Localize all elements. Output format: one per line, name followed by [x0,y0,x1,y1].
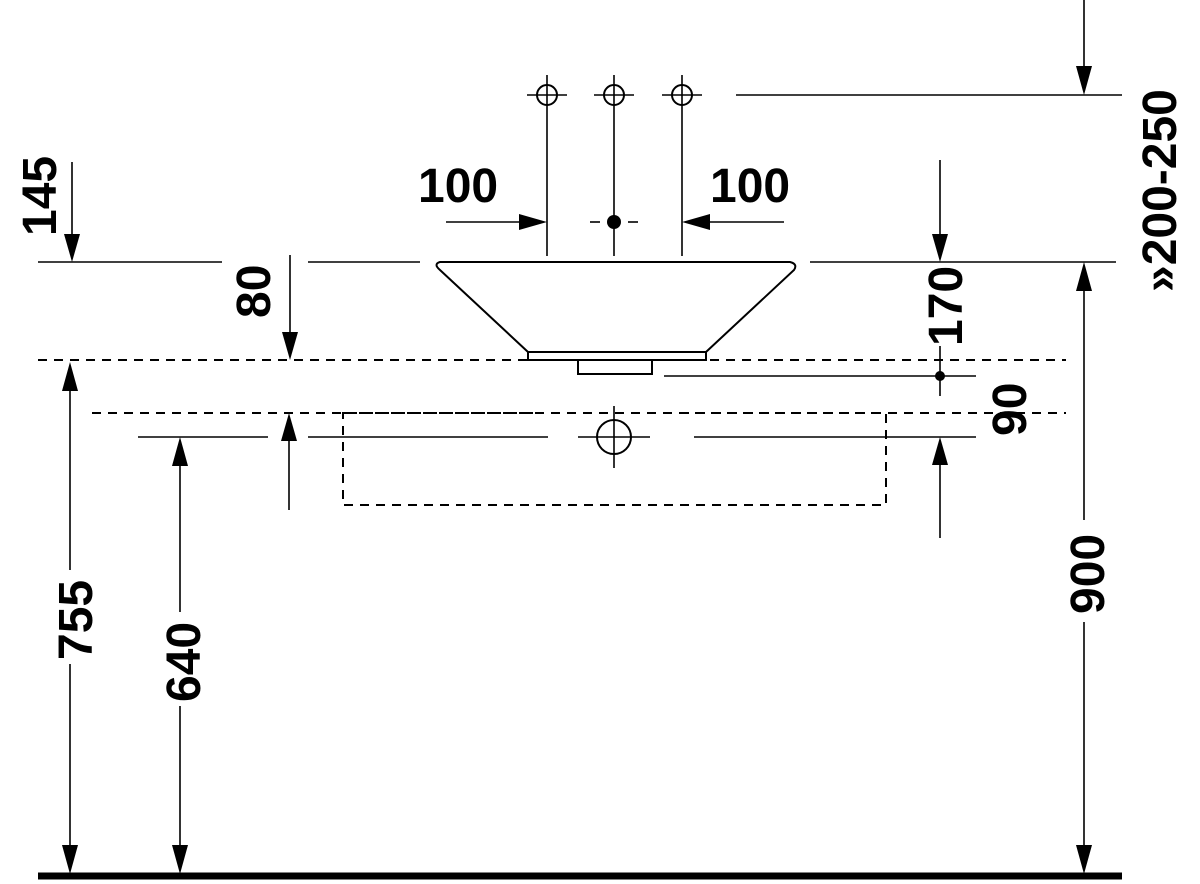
label-80: 80 [228,265,281,318]
offset-80-arrow [282,255,298,360]
drain-offset-arrow [932,437,948,538]
vessel-basin [435,261,797,375]
drain-outlet-symbol [578,406,650,468]
spacing-dimension-right [628,214,784,230]
label-spacing-left: 100 [418,160,498,213]
counter-height-dimension [62,362,78,874]
label-900: 900 [1062,534,1115,614]
label-170: 170 [920,266,973,346]
total-height-dimension [1076,262,1092,874]
tap-height-arrow [1076,0,1092,95]
offset-145-arrow [64,162,80,262]
tap-hole-center [594,75,634,256]
drawer-offset-arrow [281,413,297,510]
label-90: 90 [984,383,1037,436]
tap-hole-right [662,75,702,256]
label-755: 755 [50,580,103,660]
label-spacing-right: 100 [710,160,790,213]
trap-height-dimension [172,437,188,874]
tap-hole-left [527,75,567,256]
label-145: 145 [14,156,67,236]
label-200-250: »200-250 [1134,89,1187,292]
drawer-outline [342,412,887,506]
label-640: 640 [158,622,211,702]
basin-height-arrow [932,160,948,396]
spacing-dimension-left [446,214,600,230]
